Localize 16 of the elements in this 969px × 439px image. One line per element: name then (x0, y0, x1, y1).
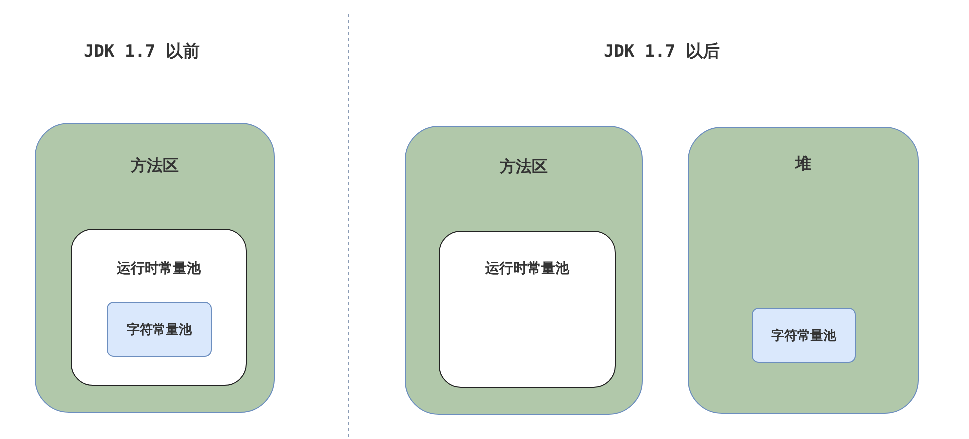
memory-area-box (405, 126, 643, 415)
constant-pool-box (71, 229, 247, 386)
area-label: 方法区 (130, 156, 180, 177)
area-label: 字符常量池 (770, 328, 838, 344)
constant-pool-box (439, 231, 616, 388)
string-pool-box (752, 308, 856, 363)
section-heading: JDK 1.7 以后 (604, 41, 720, 63)
memory-area-box (688, 127, 919, 414)
area-label: 堆 (794, 154, 812, 175)
area-label: 字符常量池 (126, 322, 193, 338)
section-heading: JDK 1.7 以前 (84, 41, 200, 63)
memory-area-box (35, 123, 275, 413)
string-pool-box (107, 302, 212, 357)
area-label: 方法区 (498, 157, 549, 178)
area-label: 运行时常量池 (484, 260, 571, 278)
area-label: 运行时常量池 (116, 260, 202, 278)
